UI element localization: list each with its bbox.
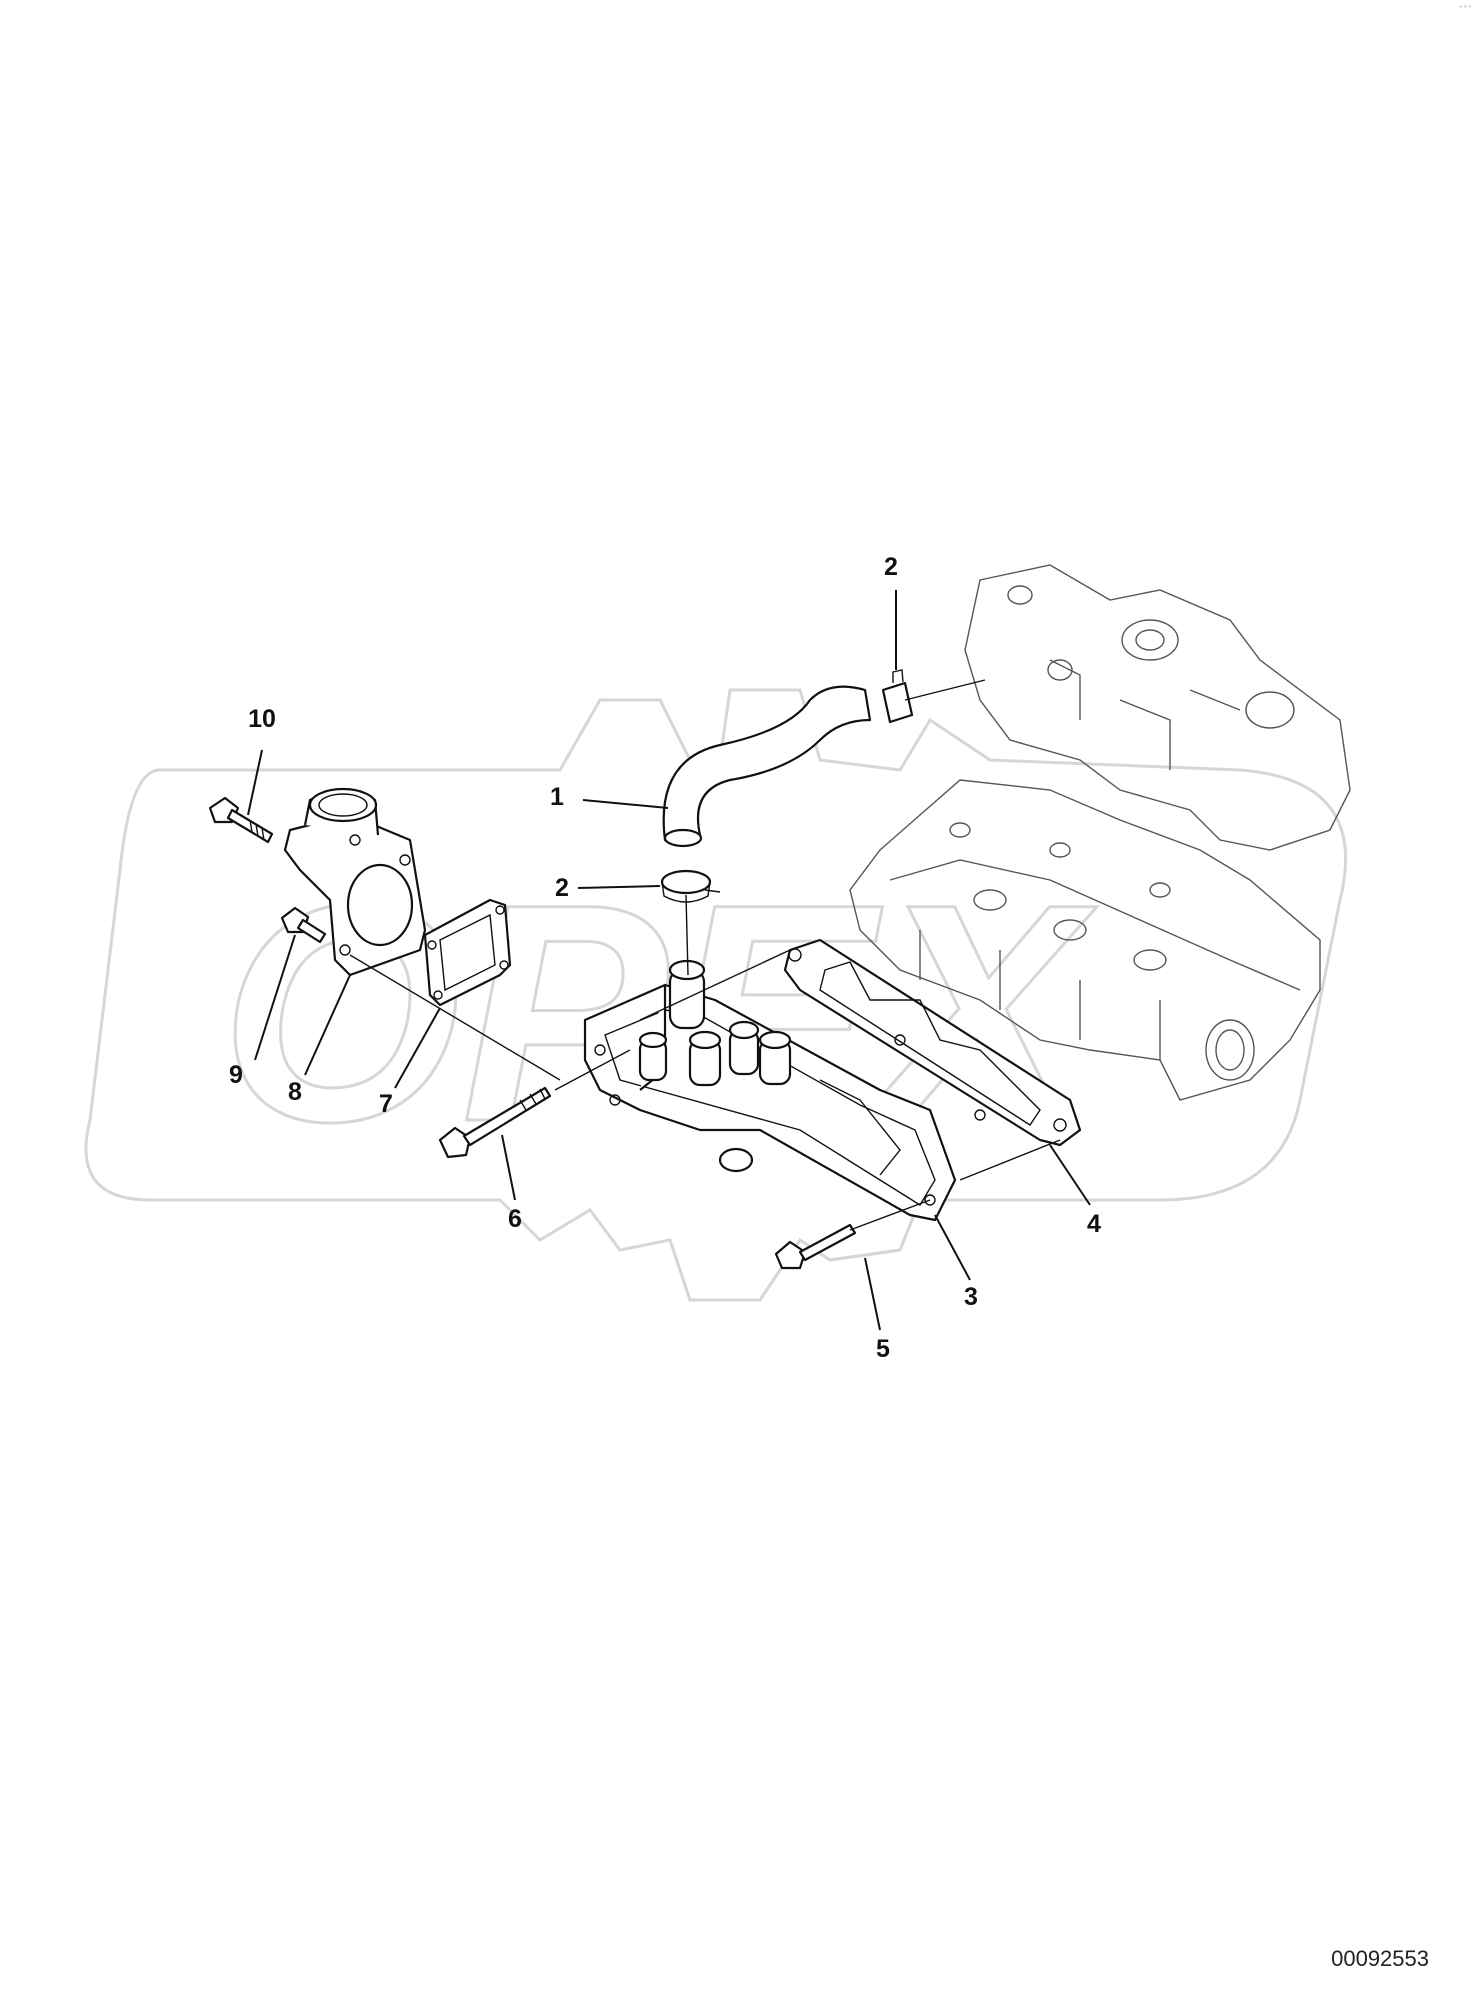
- bolt-10: [208, 796, 274, 844]
- leader-10: [247, 749, 263, 816]
- thermostat-gasket: [423, 898, 512, 1007]
- callout-9: 9: [229, 1061, 243, 1089]
- corner-mark: • • •: [1459, 4, 1471, 11]
- bolt-6: [438, 1086, 552, 1159]
- leader-7: [394, 1007, 441, 1089]
- bolt-5: [774, 1223, 857, 1270]
- hose-clamp-upper: [881, 669, 914, 724]
- callouts: 1 2 2 3 4 5 6 7 8 9 10: [229, 553, 1101, 1363]
- callout-6: 6: [508, 1205, 522, 1233]
- callout-7: 7: [379, 1090, 393, 1118]
- assembly-lines: [349, 679, 1061, 1231]
- leader-5: [864, 1257, 881, 1331]
- leader-6: [501, 1134, 516, 1201]
- leader-lines: [247, 590, 1091, 1331]
- hose-clamp-lower: [660, 869, 721, 903]
- leader-3: [934, 1214, 971, 1281]
- callout-2b: 2: [555, 874, 569, 902]
- leader-1: [582, 799, 669, 809]
- callout-3: 3: [964, 1283, 978, 1311]
- callout-4: 4: [1087, 1210, 1101, 1238]
- drawing-number: 00092553: [1331, 1946, 1429, 1971]
- valve-cover: [964, 564, 1351, 851]
- callout-10: 10: [248, 705, 276, 733]
- leader-4: [1049, 1144, 1091, 1206]
- thermostat-housing: [283, 787, 427, 977]
- leader-2b: [577, 885, 661, 889]
- manifold-gasket: [783, 938, 1082, 1147]
- leader-8: [304, 974, 351, 1076]
- bolt-9: [280, 906, 327, 944]
- coolant-hose: [662, 685, 872, 848]
- watermark-gear-outline: [84, 688, 1348, 1302]
- leader-9: [254, 934, 296, 1061]
- callout-8: 8: [288, 1078, 302, 1106]
- callout-2a: 2: [884, 553, 898, 581]
- callout-5: 5: [876, 1335, 890, 1363]
- cylinder-head: [849, 779, 1321, 1101]
- callout-1: 1: [550, 783, 564, 811]
